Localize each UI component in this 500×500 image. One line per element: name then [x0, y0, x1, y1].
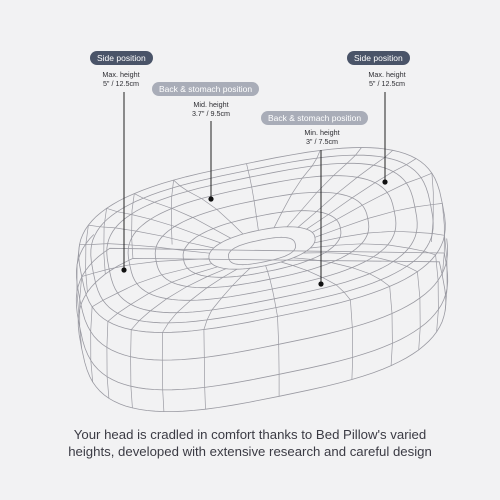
pillow-ring-6	[208, 226, 316, 270]
pillow-meridian-8	[310, 243, 436, 256]
anchor-dot-mid	[208, 196, 214, 202]
pillow-side-meridian-12	[417, 271, 421, 350]
mid-height-title: Mid. height	[193, 100, 229, 109]
pillow-meridian-76	[273, 150, 321, 228]
pillow-meridian-20	[280, 261, 351, 301]
pillow-side-meridian-56	[85, 225, 89, 293]
caption-line-1: Your head is cradled in comfort thanks t…	[73, 427, 427, 442]
back-stomach-position-label-min: Back & stomach position	[261, 111, 369, 125]
anchor-dot-right	[382, 179, 388, 185]
max-height-spec-left: Max. height 5" / 12.5cm	[96, 70, 146, 88]
pillow-side-meridian-8	[435, 254, 439, 332]
caption: Your head is cradled in comfort thanks t…	[0, 427, 500, 460]
pillow-side-meridian-68	[170, 180, 174, 245]
pillow-meridian-52	[79, 243, 210, 254]
pillow-meridian-60	[106, 207, 221, 244]
pillow-meridian-4	[314, 230, 445, 244]
pillow-meridian-28	[203, 267, 251, 330]
pillow-side-meridian-24	[277, 316, 280, 397]
pillow-side-meridian-44	[90, 306, 94, 383]
pillow-meridian-36	[130, 268, 227, 330]
max-height-spec-right: Max. height 5" / 12.5cm	[362, 70, 412, 88]
pillow-side-meridian-20	[350, 299, 354, 380]
pillow-meridian-44	[91, 263, 212, 308]
pillow-meridian-72	[246, 163, 259, 231]
pillow-side-meridian-60	[103, 208, 107, 275]
pillow-meridian-68	[173, 179, 244, 235]
min-height-spec: Min. height 3" / 7.5cm	[297, 128, 347, 146]
anchor-dot-min	[318, 281, 324, 287]
pillow-side-meridian-32	[161, 332, 165, 412]
max-height-title-right: Max. height	[368, 70, 406, 79]
pillow-side-ring-0	[75, 234, 449, 361]
pillow-meridian-48	[81, 258, 210, 277]
mid-height-spec: Mid. height 3.7" / 9.5cm	[186, 100, 236, 118]
back-stomach-position-label-mid: Back & stomach position	[152, 82, 260, 96]
pillow-side-meridian-40	[106, 321, 110, 399]
pillow-ring-3	[127, 175, 397, 301]
pillow-side-ring-1	[75, 247, 449, 391]
pillow-meridian-32	[162, 268, 238, 333]
pillow-meridian-64	[134, 193, 231, 239]
pillow-side-meridian-16	[389, 286, 393, 366]
pillow-meridian-16	[293, 257, 390, 287]
pillow-side-meridian-64	[131, 193, 135, 259]
pillow-meridian-12	[303, 252, 418, 273]
pillow-meridian-88	[306, 158, 417, 230]
max-height-value-right: 5" / 12.5cm	[368, 79, 406, 88]
pillow-meridian-40	[107, 266, 218, 322]
pillow-side-meridian-4	[444, 235, 448, 311]
pillow-side-meridian-0	[441, 203, 445, 276]
pillow-side-meridian-52	[76, 244, 80, 314]
pillow-side-meridian-28	[203, 329, 206, 410]
pillow-meridian-80	[286, 147, 362, 228]
pillow-ring-7	[227, 236, 297, 266]
side-position-label-left: Side position	[90, 51, 153, 65]
pillow-side-meridian-92	[430, 173, 434, 243]
pillow-side-ring-2	[77, 257, 447, 412]
min-height-value: 3" / 7.5cm	[305, 137, 339, 146]
pillow-side-meridian-48	[79, 276, 83, 349]
anchor-dot-left	[121, 267, 127, 273]
pillow-meridian-92	[312, 172, 433, 233]
pillow-meridian-24	[265, 265, 278, 317]
mid-height-value: 3.7" / 9.5cm	[191, 109, 231, 118]
pillow-side-meridian-36	[130, 329, 133, 408]
pillow-meridian-56	[88, 224, 214, 249]
min-height-title: Min. height	[304, 128, 340, 137]
max-height-title-left: Max. height	[102, 70, 140, 79]
side-position-label-right: Side position	[347, 51, 410, 65]
caption-line-2: heights, developed with extensive resear…	[68, 443, 432, 459]
max-height-value-left: 5" / 12.5cm	[102, 79, 140, 88]
pillow-meridian-0	[314, 203, 443, 238]
